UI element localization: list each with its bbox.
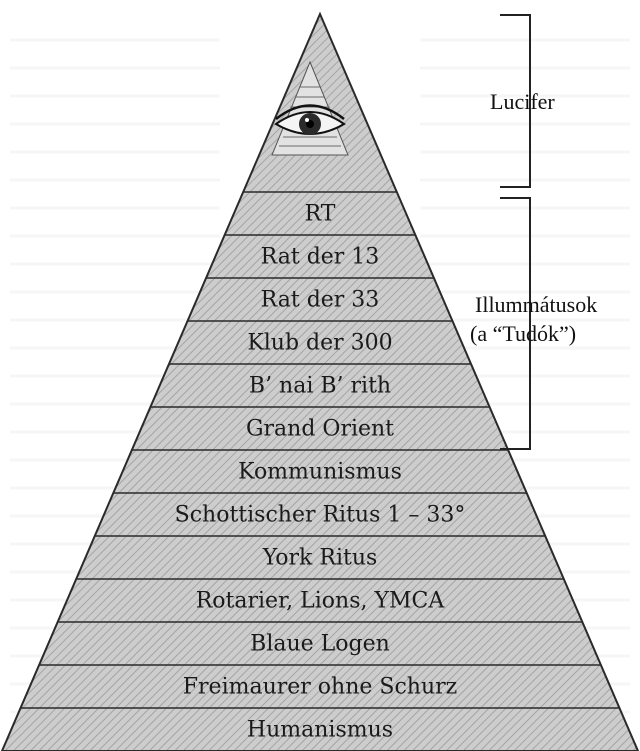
pyramid-tier-label: Freimaurer ohne Schurz bbox=[183, 675, 457, 700]
pyramid-body bbox=[0, 11, 640, 751]
illuminati-sublabel: (a “Tudók”) bbox=[470, 321, 576, 346]
pyramid-tier-label: York Ritus bbox=[262, 546, 378, 571]
lucifer-bracket bbox=[500, 14, 531, 188]
pyramid-tier-label: Schottischer Ritus 1 – 33° bbox=[175, 503, 466, 528]
all-seeing-eye-icon bbox=[271, 60, 349, 156]
pyramid-tier-label: Blaue Logen bbox=[250, 632, 390, 657]
pyramid-tier-label: Kommunismus bbox=[238, 460, 402, 485]
pyramid-tier-label: Rat der 13 bbox=[261, 245, 380, 270]
pyramid-tier-label: Humanismus bbox=[247, 718, 393, 743]
pyramid-tier-label: Klub der 300 bbox=[247, 331, 392, 356]
pyramid-tier-label: Rotarier, Lions, YMCA bbox=[196, 589, 446, 614]
pyramid-tier-label: Rat der 33 bbox=[261, 288, 380, 313]
pyramid-tier-label: RT bbox=[305, 202, 336, 227]
pyramid-tier-label: B’ nai B’ rith bbox=[249, 374, 391, 399]
pyramid-tier-label: Grand Orient bbox=[246, 417, 394, 442]
illuminati-label: Illummátusok bbox=[475, 292, 597, 317]
pyramid: RT Rat der 13 Rat der 33 Klub der 300 B’ nai… bbox=[0, 11, 640, 751]
illuminati-bracket bbox=[500, 197, 531, 450]
lucifer-label: Lucifer bbox=[490, 89, 555, 114]
